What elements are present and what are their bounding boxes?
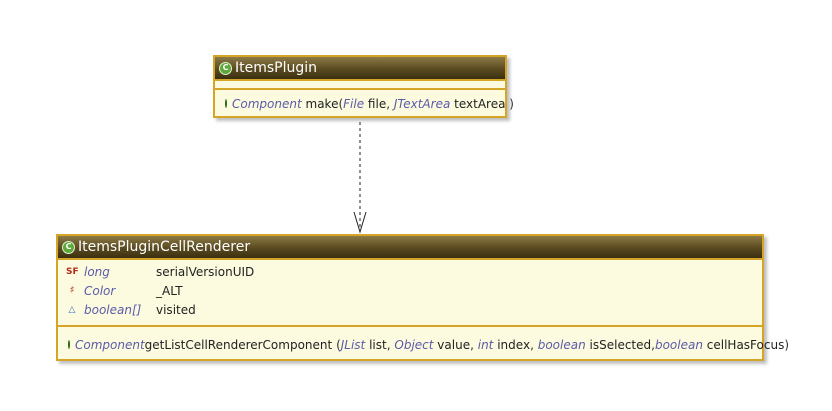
param-name: file	[367, 96, 387, 111]
close-paren: )	[509, 96, 514, 111]
field-name: serialVersionUID	[156, 264, 255, 279]
class-header: C ItemsPluginCellRenderer	[58, 236, 762, 260]
param-type: Object	[394, 337, 434, 352]
param-separator: ,	[530, 337, 534, 352]
field-row[interactable]: SF long serialVersionUID	[66, 262, 762, 281]
open-paren: (	[338, 96, 344, 111]
param-type: File	[343, 96, 365, 111]
param-type: JTextArea	[393, 96, 451, 111]
class-header: C ItemsPlugin	[215, 57, 505, 81]
methods-section: Component make ( File file , JTextArea t…	[215, 90, 514, 116]
field-type: Color	[84, 283, 116, 298]
package-field-icon: △	[68, 304, 76, 315]
param-name: value	[437, 337, 471, 352]
param-name: isSelected	[589, 337, 652, 352]
class-itemsplugin[interactable]: C ItemsPlugin Component make ( File file…	[213, 55, 514, 118]
public-method-icon	[225, 99, 227, 108]
param-name: list	[369, 337, 387, 352]
field-name: _ALT	[156, 283, 183, 298]
param-separator: ,	[470, 337, 474, 352]
protected-field-icon: ♯	[69, 284, 75, 296]
method-name: getListCellRendererComponent	[144, 337, 333, 352]
param-separator: ,	[386, 337, 391, 352]
field-type: boolean[]	[84, 302, 142, 317]
param-name: textArea	[454, 96, 506, 111]
field-type: long	[84, 264, 110, 279]
param-separator: ,	[651, 337, 655, 352]
param-name: index	[497, 337, 531, 352]
param-type: int	[477, 337, 494, 352]
class-icon: C	[62, 240, 75, 254]
static-final-field-icon: SF	[66, 266, 79, 277]
close-paren: )	[784, 337, 790, 352]
attributes-section	[215, 81, 505, 90]
return-type: Component	[232, 96, 302, 111]
methods-section: Component getListCellRendererComponent (…	[58, 327, 789, 359]
fields-section: SF long serialVersionUID ♯ Color _ALT △ …	[58, 260, 762, 327]
class-itemsplugincellrenderer[interactable]: C ItemsPluginCellRenderer SF long serial…	[56, 234, 789, 361]
public-method-icon	[68, 340, 70, 349]
class-icon: C	[219, 61, 232, 75]
dependency-arrowhead	[353, 211, 367, 234]
param-type: JList	[340, 337, 366, 352]
open-paren: (	[336, 337, 341, 352]
class-title: ItemsPluginCellRenderer	[78, 239, 251, 255]
field-name: visited	[156, 302, 196, 317]
return-type: Component	[75, 337, 145, 352]
class-title: ItemsPlugin	[235, 60, 318, 76]
param-name: cellHasFocus	[706, 337, 785, 352]
field-row[interactable]: ♯ Color _ALT	[66, 281, 762, 300]
method-row[interactable]: Component make ( File file , JTextArea t…	[225, 94, 514, 113]
param-type: boolean	[654, 337, 703, 352]
param-type: boolean	[537, 337, 586, 352]
field-row[interactable]: △ boolean[] visited	[66, 300, 762, 319]
method-name: make	[305, 96, 339, 111]
method-row[interactable]: Component getListCellRendererComponent (…	[68, 335, 789, 354]
param-separator: ,	[386, 96, 391, 111]
